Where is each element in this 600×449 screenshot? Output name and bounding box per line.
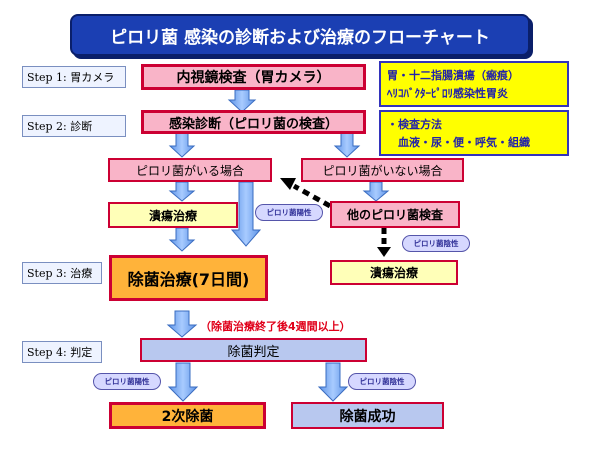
indications-line: 胃・十二指腸潰瘍（瘢痕） xyxy=(387,69,519,82)
endoscopy-node: 内視鏡検査（胃カメラ） xyxy=(141,64,366,90)
indications-line: ﾍﾘｺﾊﾞｸﾀｰﾋﾟﾛﾘ感染性胃炎 xyxy=(387,87,508,100)
ulcer-treatment-left-node: 潰瘍治療 xyxy=(108,202,238,228)
positive-badge: ピロリ菌陽性 xyxy=(255,204,323,221)
arrow-down xyxy=(168,131,196,158)
arrow-down xyxy=(362,181,390,202)
dashed-arrow-line xyxy=(292,183,332,209)
eradication-node: 除菌治療(7日間) xyxy=(109,255,268,301)
arrow-down xyxy=(166,310,198,338)
arrow-down xyxy=(227,89,257,113)
arrow-down xyxy=(333,131,361,158)
dashed-arrowhead xyxy=(280,178,296,190)
test-methods-line: ・検査方法 xyxy=(387,118,442,131)
arrow-down xyxy=(168,227,196,252)
negative-badge: ピロリ菌陰性 xyxy=(402,235,470,252)
positive-case-node: ピロリ菌がいる場合 xyxy=(108,158,272,182)
test-methods-line: 血液・尿・便・呼気・組織 xyxy=(387,136,530,149)
ulcer-treatment-right-node: 潰瘍治療 xyxy=(330,260,458,285)
page-title: ピロリ菌 感染の診断および治療のフローチャート xyxy=(70,14,530,56)
other-test-node: 他のピロリ菌検査 xyxy=(330,201,460,228)
negative-case-node: ピロリ菌がいない場合 xyxy=(301,158,464,182)
success-node: 除菌成功 xyxy=(291,402,444,429)
test-methods-note: ・検査方法 血液・尿・便・呼気・組織 xyxy=(379,110,569,156)
indications-note: 胃・十二指腸潰瘍（瘢痕） ﾍﾘｺﾊﾞｸﾀｰﾋﾟﾛﾘ感染性胃炎 xyxy=(379,61,569,107)
step-4-label: Step 4: 判定 xyxy=(22,341,102,363)
step-3-label: Step 3: 治療 xyxy=(22,262,102,284)
negative-badge: ピロリ菌陰性 xyxy=(348,373,416,390)
second-eradication-node: 2次除菌 xyxy=(109,402,266,429)
step-1-label: Step 1: 胃カメラ xyxy=(22,66,126,88)
dashed-arrowhead xyxy=(377,247,391,257)
judgment-node: 除菌判定 xyxy=(140,338,367,362)
positive-badge: ピロリ菌陽性 xyxy=(93,373,161,390)
step-2-label: Step 2: 診断 xyxy=(22,115,126,137)
diagnosis-node: 感染診断（ピロリ菌の検査） xyxy=(141,110,366,134)
interval-note: （除菌治療終了後4週間以上） xyxy=(200,320,351,333)
arrow-down xyxy=(167,362,199,402)
arrow-down xyxy=(168,181,196,202)
arrow-down-long xyxy=(230,181,262,247)
arrow-down xyxy=(317,362,349,402)
